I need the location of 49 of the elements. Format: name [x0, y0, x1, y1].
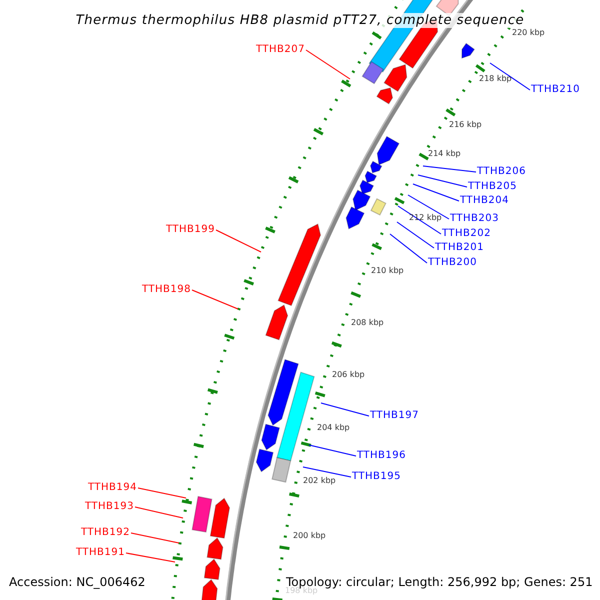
gene-label: TTHB197: [370, 410, 420, 422]
leader-line: [490, 62, 530, 90]
gene-label: TTHB200: [428, 257, 478, 269]
leader-line: [130, 532, 180, 544]
gene-label: TTHB202: [442, 228, 492, 240]
scale-label: 208 kbp: [351, 318, 384, 328]
gene-label: TTHB210: [531, 84, 580, 96]
scale-label: 206 kbp: [332, 370, 365, 380]
scale-label: 210 kbp: [371, 266, 404, 276]
leader-line: [398, 206, 442, 234]
title: Thermus thermophilus HB8 plasmid pTT27, complete sequence: [74, 13, 526, 28]
leader-line: [412, 184, 460, 202]
scale-label: 204 kbp: [317, 423, 350, 433]
leader-line: [422, 166, 476, 172]
gene-label: TTHB206: [477, 166, 526, 178]
scale-label: 202 kbp: [303, 476, 336, 486]
leader-line: [134, 506, 184, 518]
scale-label: 216 kbp: [449, 120, 482, 130]
scale-label: 220 kbp: [512, 28, 545, 38]
gene-label: TTHB194: [88, 482, 137, 494]
scale-label: 214 kbp: [428, 149, 461, 159]
gene-label: TTHB193: [84, 501, 134, 513]
gene-label: TTHB204: [460, 195, 510, 207]
gene-label: TTHB199: [166, 224, 215, 236]
scale-label: 200 kbp: [293, 531, 326, 541]
leader-line: [308, 444, 356, 456]
leader-line: [320, 402, 370, 416]
gene-label: TTHB203: [450, 213, 500, 225]
gene-label: TTHB195: [352, 471, 402, 483]
footer-text: Topology: circular; Length: 256,992 bp; Genes: 251: [286, 575, 593, 589]
leader-line: [216, 230, 262, 252]
leader-line: [306, 50, 350, 80]
gene-label: TTHB191: [76, 547, 125, 559]
leader-line: [192, 290, 238, 310]
leader-line: [390, 234, 428, 264]
gene-label: TTHB201: [435, 242, 484, 254]
gene-label: TTHB192: [80, 527, 130, 539]
leader-line: [126, 552, 176, 562]
leader-line: [396, 222, 434, 248]
scale-label: 218 kbp: [479, 74, 512, 84]
leader-line: [418, 174, 468, 188]
gene-label: TTHB198: [142, 284, 191, 296]
leader-line: [302, 466, 352, 478]
leader-line: [408, 194, 450, 220]
gene-label: TTHB205: [468, 181, 518, 193]
leader-line: [138, 488, 186, 498]
gene-label: TTHB207: [256, 44, 305, 56]
gene-label: TTHB196: [357, 450, 406, 462]
footer-text: Accession: NC_006462: [9, 575, 146, 589]
